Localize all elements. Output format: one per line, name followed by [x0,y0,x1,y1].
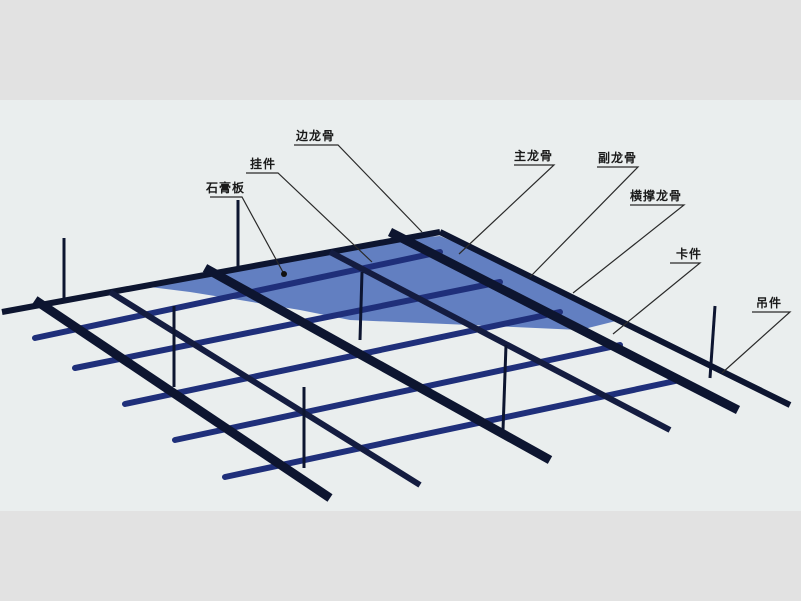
main-keels [32,227,741,502]
label-secondary-keel: 副龙骨 [598,151,638,165]
label-hanger-clip: 挂件 [250,157,277,171]
gypsum-board-pointer-dot [281,271,287,277]
label-hanger: 吊件 [756,296,783,310]
hanger-rods [62,200,717,468]
top-frame-band [0,0,801,100]
secondary-keels [108,249,672,488]
label-edge-keel: 边龙骨 [296,129,336,143]
label-cross-brace-keel: 横撑龙骨 [630,189,683,203]
bottom-frame-band [0,511,801,601]
cross-members [32,249,683,480]
label-gypsum-board: 石膏板 [206,181,246,195]
leader-lines [210,144,792,374]
label-main-keel: 主龙骨 [514,149,554,163]
label-clip: 卡件 [676,247,703,261]
